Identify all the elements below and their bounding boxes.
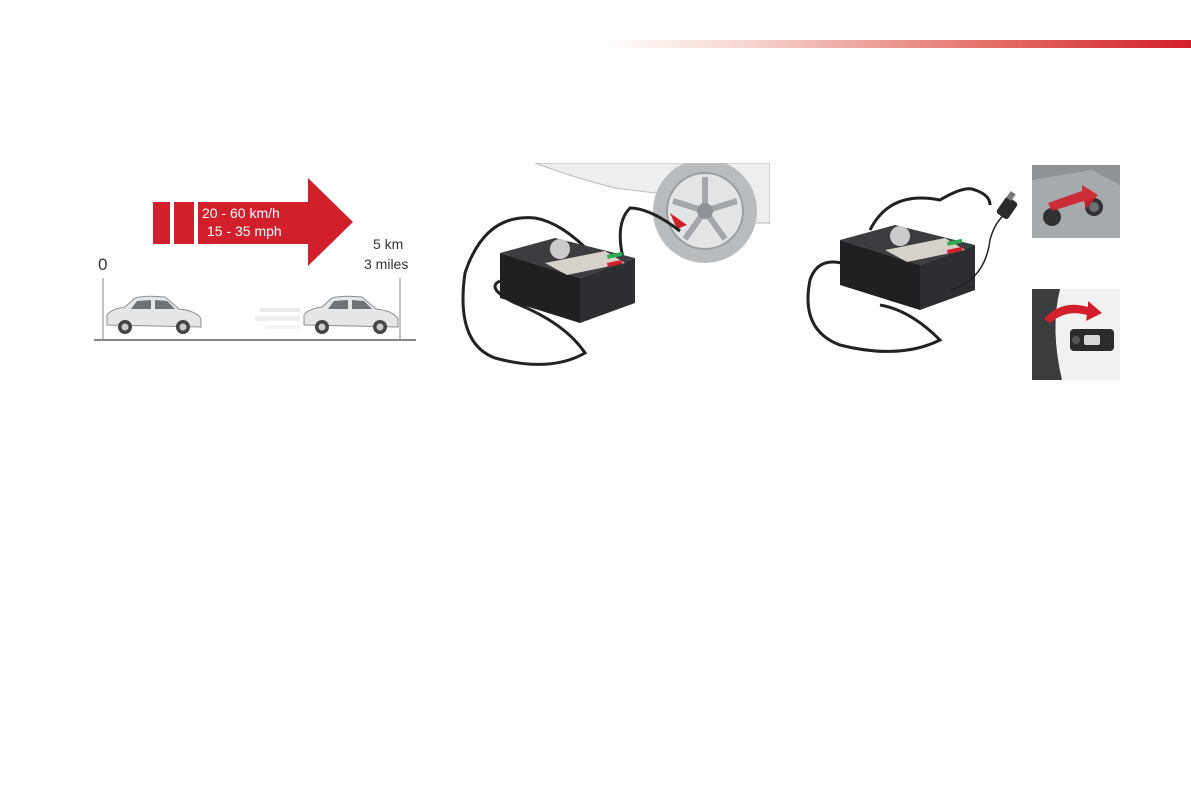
drive-speed-diagram: 20 - 60 km/h 15 - 35 mph 0 5 km 3 miles <box>90 170 420 350</box>
distance-km-label: 5 km <box>373 236 403 252</box>
compressor-icon <box>840 225 975 310</box>
compressor-icon <box>500 238 635 323</box>
motion-streaks <box>255 308 300 329</box>
ignition-inset <box>1032 289 1120 380</box>
speed-arrow <box>198 178 353 266</box>
arrow-segment-2 <box>174 202 194 244</box>
wheel-icon <box>653 163 757 263</box>
car-icon <box>304 296 398 334</box>
compressor-plug-diagram <box>800 170 1030 380</box>
distance-miles-label: 3 miles <box>364 256 408 272</box>
power-socket-icon <box>1032 165 1120 238</box>
power-plug-icon <box>996 191 1019 220</box>
speed-mph-label: 15 - 35 mph <box>207 223 282 239</box>
air-hose <box>870 189 990 230</box>
ignition-key-icon <box>1032 289 1120 380</box>
speed-kmh-label: 20 - 60 km/h <box>202 205 280 221</box>
arrow-segment-1 <box>153 202 170 244</box>
compressor-wheel-diagram <box>455 163 770 378</box>
car-icon <box>107 296 201 334</box>
header-accent-bar <box>600 40 1191 48</box>
start-distance-label: 0 <box>98 255 107 274</box>
power-socket-inset <box>1032 165 1120 238</box>
